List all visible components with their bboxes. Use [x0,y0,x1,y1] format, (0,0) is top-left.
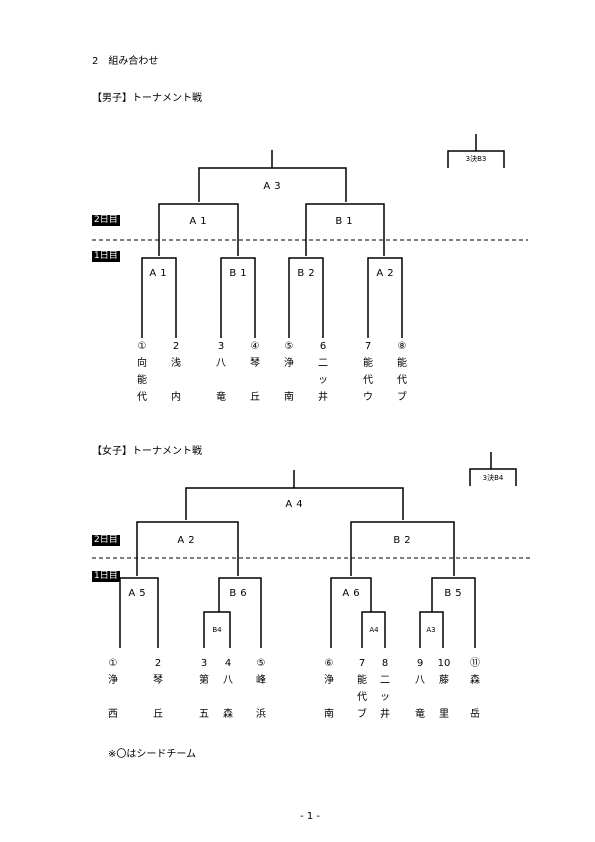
girls-semi-left-label: A2 [177,535,199,546]
girls-r1a-label: B4 [212,626,222,634]
boys-semi-left-label: A1 [189,216,211,227]
boys-day1-badge: 1日目 [92,251,120,262]
girls-final-label: A4 [285,499,307,510]
page-number: - 1 - [300,811,320,822]
girls-r1c-label: A3 [426,626,436,634]
girls-q2-label: B6 [229,588,251,599]
girls-heading: 【女子】トーナメント戦 [92,446,202,457]
girls-day1-badge: 1日目 [92,571,120,582]
boys-q3-label: B2 [297,268,319,279]
boys-semi-right-label: B1 [335,216,357,227]
boys-day2-badge: 2日目 [92,215,120,226]
section-title: 2 組み合わせ [92,56,159,67]
boys-q1-label: A1 [149,268,171,279]
boys-q4-label: A2 [376,268,398,279]
boys-final-label: A3 [263,181,285,192]
boys-third-place-label: 3決B3 [465,155,487,163]
girls-day2-badge: 2日目 [92,535,120,546]
seed-note: ※〇はシードチーム [108,749,197,760]
girls-q1-label: A5 [128,588,150,599]
girls-r1b-label: A4 [369,626,379,634]
girls-third-place-label: 3決B4 [482,474,504,482]
girls-semi-right-label: B2 [393,535,415,546]
boys-q2-label: B1 [229,268,251,279]
girls-q3-label: A6 [342,588,364,599]
girls-q4-label: B5 [444,588,466,599]
boys-heading: 【男子】トーナメント戦 [92,93,202,104]
